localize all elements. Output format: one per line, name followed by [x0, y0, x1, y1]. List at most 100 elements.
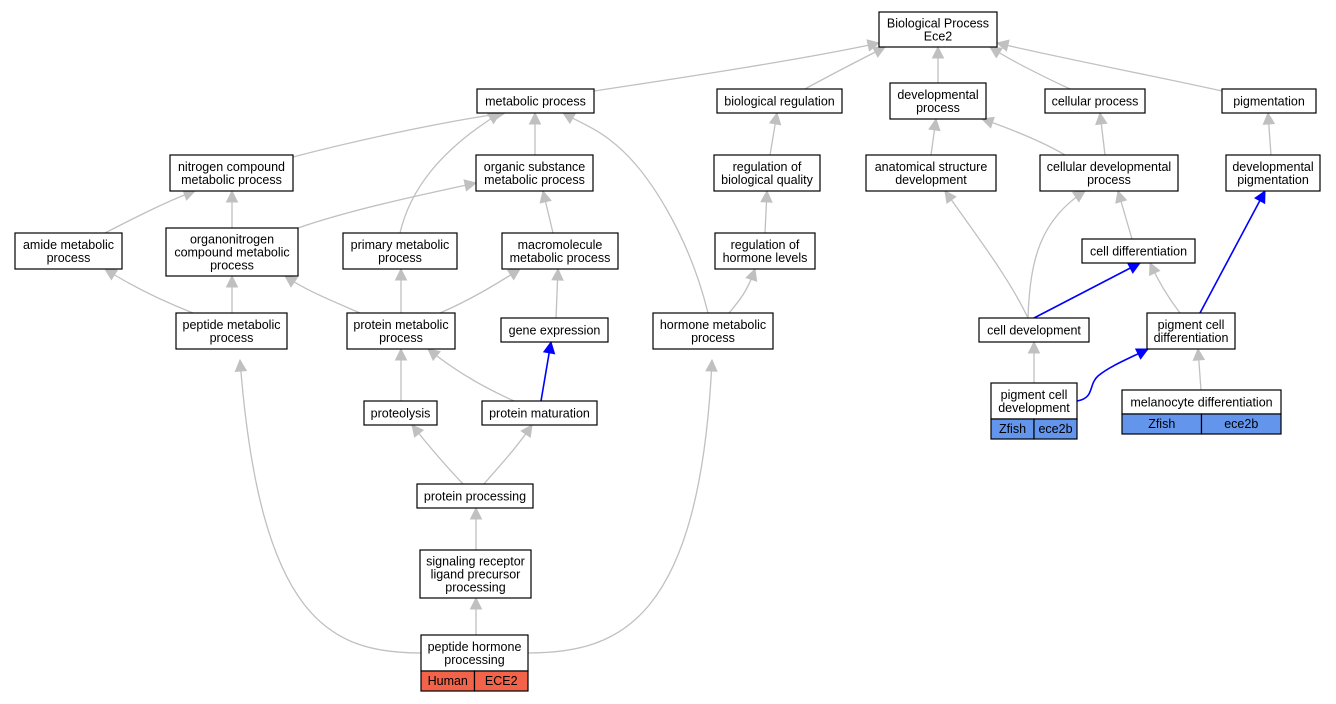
edge-cellproc	[989, 46, 1071, 90]
node-label: processing	[444, 653, 504, 667]
node-celldev[interactable]: cell development	[978, 317, 1090, 343]
arrowhead	[542, 340, 556, 355]
node-label: cellular developmental	[1047, 160, 1171, 174]
node-box	[481, 400, 598, 426]
node-label: organonitrogen	[190, 233, 274, 247]
node-label: process	[378, 251, 422, 265]
edge-metabolic	[593, 42, 880, 92]
node-geneexpr[interactable]: gene expression	[500, 317, 609, 343]
node-box	[419, 549, 532, 599]
node-cellproc[interactable]: cellular process	[1044, 88, 1146, 114]
arrowhead	[1134, 348, 1150, 360]
arrowhead	[411, 424, 425, 438]
node-box	[363, 400, 438, 426]
node-label: protein processing	[424, 490, 526, 504]
node-label: melanocyte differentiation	[1130, 396, 1272, 410]
gene-cell	[1033, 418, 1078, 440]
edge-peptidehormone	[239, 359, 422, 654]
arrowhead	[1115, 189, 1128, 204]
arrowhead	[760, 189, 773, 203]
node-proteinproc[interactable]: protein processing	[416, 483, 534, 509]
node-label: metabolic process	[485, 95, 586, 109]
node-label: process	[1087, 173, 1131, 187]
node-box	[420, 634, 529, 672]
arrowhead	[234, 358, 248, 372]
node-box	[1221, 88, 1317, 114]
edge-proteinmet	[284, 275, 361, 314]
node-proteolysis[interactable]: proteolysis	[363, 400, 438, 426]
node-pigmentation[interactable]: pigmentation	[1221, 88, 1317, 114]
node-proteinmat[interactable]: protein maturation	[481, 400, 598, 426]
edges	[104, 39, 1276, 654]
edge-proteinmat	[427, 348, 515, 402]
arrowhead	[980, 116, 995, 129]
arrowhead	[1254, 190, 1266, 205]
arrowhead	[768, 111, 782, 126]
node-box	[714, 232, 816, 270]
node-label: hormone metabolic	[660, 318, 766, 332]
node-label: pigmentation	[1233, 95, 1305, 109]
node-label: peptide metabolic	[183, 318, 281, 332]
arrowhead	[394, 347, 408, 361]
node-box	[175, 312, 288, 350]
node-label: organic substance	[484, 160, 586, 174]
node-box	[14, 232, 123, 270]
node-label: biological quality	[721, 173, 813, 187]
node-label: process	[210, 259, 254, 273]
node-label: biological regulation	[724, 95, 835, 109]
gene-label: ece2b	[1038, 422, 1072, 436]
node-label: regulation of	[731, 238, 800, 252]
node-box	[476, 88, 595, 114]
node-box	[1081, 238, 1196, 264]
node-label: protein metabolic	[353, 318, 448, 332]
node-label: protein maturation	[489, 407, 590, 421]
node-label: pigment cell	[1001, 388, 1068, 402]
arrowhead	[745, 267, 758, 282]
arrowhead	[506, 268, 521, 281]
node-box	[1044, 88, 1146, 114]
node-label: gene expression	[509, 324, 601, 338]
node-label: process	[691, 331, 735, 345]
node-box	[878, 11, 998, 48]
arrowhead	[551, 267, 564, 281]
node-label: Biological Process	[887, 17, 989, 31]
node-box	[865, 154, 997, 192]
node-label: ligand precursor	[431, 568, 521, 582]
edge-proteinproc	[411, 424, 464, 485]
node-label: nitrogen compound	[178, 160, 285, 174]
edge-proteinmet	[439, 268, 521, 314]
arrowhead	[1071, 190, 1086, 203]
node-box	[713, 154, 821, 192]
node-metabolic[interactable]: metabolic process	[476, 88, 595, 114]
arrowhead	[995, 39, 1010, 52]
edge-pigcelldiff	[1199, 190, 1266, 314]
node-bioreg[interactable]: biological regulation	[716, 88, 843, 114]
edge-amide	[104, 190, 196, 234]
node-label: process	[916, 101, 960, 115]
node-label: anatomical structure	[875, 160, 988, 174]
node-celldiff[interactable]: cell differentiation	[1081, 238, 1196, 264]
node-box	[978, 317, 1090, 343]
